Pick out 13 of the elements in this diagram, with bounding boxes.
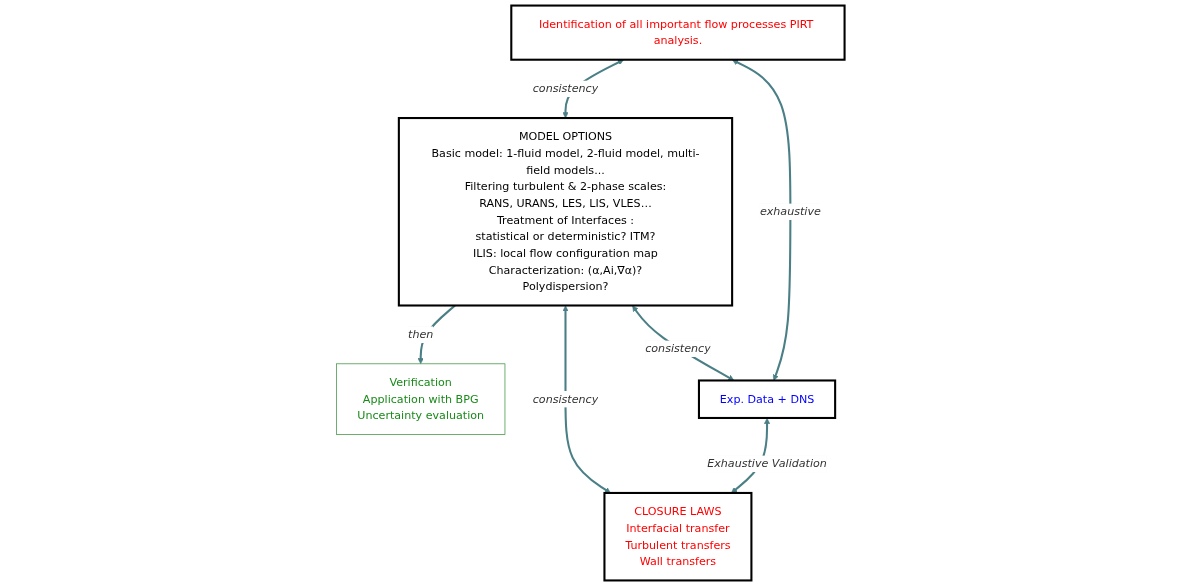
edge-label: consistency — [645, 341, 711, 355]
edge-label: then — [408, 327, 434, 341]
node-box: MODEL OPTIONS Basic model: 1-fluid model, 2-fluid model, multi-field models... Filtering turbulent & 2-phase scales: RANS, URANS, LES, LIS, VLES… Treatment of Interfaces : statistical or deterministic? ITM? ILIS: local flow configuration map Characterization: (α,Ai,∇α)? Polydispersion? — [397, 117, 734, 307]
edge-label: consistency — [532, 81, 599, 96]
edge-label: exhaustive — [759, 204, 821, 219]
edge-label: Exhaustive Validation — [707, 456, 827, 471]
node-box: Verification Application with BPG Uncertainty evaluation — [336, 363, 506, 435]
arrow — [732, 59, 792, 381]
arrow — [632, 305, 735, 381]
node-box: CLOSURE LAWS Interfacial transfer Turbulent transfers Wall transfers — [603, 491, 753, 582]
node-box: Identification of all important flow processes PIRT analysis. — [510, 4, 846, 61]
edge-label: consistency — [532, 392, 599, 406]
node-box: Exp. Data + DNS — [697, 379, 837, 420]
